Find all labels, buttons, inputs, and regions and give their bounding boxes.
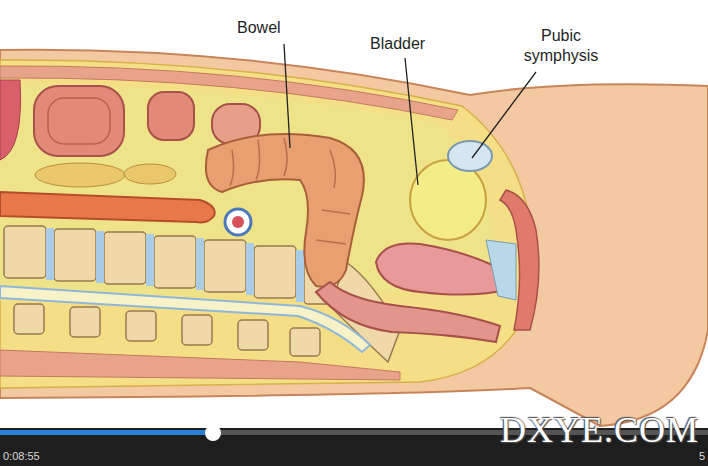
vessel bbox=[225, 209, 251, 235]
organ-label: Bladder bbox=[370, 34, 425, 54]
colon-section bbox=[148, 92, 194, 140]
organ bbox=[0, 80, 21, 160]
spinous-process bbox=[14, 304, 320, 356]
vagina bbox=[486, 240, 516, 300]
aorta bbox=[0, 192, 215, 222]
fat-layer bbox=[0, 60, 534, 388]
pubic-symphysis bbox=[448, 141, 492, 171]
progress-fill bbox=[0, 430, 213, 435]
bowel bbox=[206, 134, 364, 287]
organ-label: Pubic symphysis bbox=[512, 26, 610, 66]
pancreas bbox=[35, 163, 125, 187]
stomach-folds bbox=[48, 98, 110, 144]
vessel bbox=[232, 216, 244, 228]
uterus bbox=[376, 243, 506, 294]
bladder bbox=[410, 160, 486, 240]
back-muscle bbox=[0, 350, 400, 380]
leader-line bbox=[472, 72, 536, 158]
leader-line bbox=[284, 44, 290, 148]
progress-knob bbox=[205, 425, 221, 441]
leader-line bbox=[405, 58, 418, 185]
skin bbox=[0, 50, 708, 426]
video-time: 0:08:55 bbox=[3, 450, 40, 463]
bowel-folds bbox=[230, 138, 350, 244]
stomach bbox=[34, 86, 124, 156]
organ-label: Bowel bbox=[237, 18, 281, 38]
watermark: DXYE.COM bbox=[500, 410, 699, 450]
pancreas bbox=[124, 164, 176, 184]
video-time: 5 bbox=[699, 450, 705, 463]
